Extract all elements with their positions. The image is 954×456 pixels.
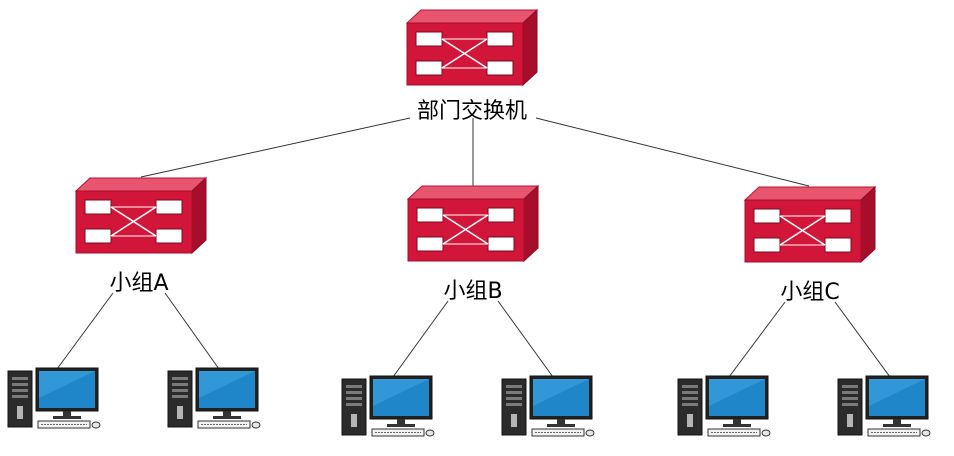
group-a-label: 小组A xyxy=(109,271,168,296)
desktop-computer-icon xyxy=(7,367,101,429)
desktop-computer-icon xyxy=(837,375,931,437)
network-switch-icon xyxy=(406,9,538,86)
desktop-computer-icon xyxy=(167,367,261,429)
link-core-to-group-a xyxy=(140,117,411,178)
core-switch: 部门交换机 xyxy=(406,9,538,124)
network-switch-icon xyxy=(407,185,539,262)
link-group-a-to-pc-2 xyxy=(164,292,220,370)
link-group-b-to-pc-4 xyxy=(497,300,554,378)
link-core-to-group-c xyxy=(535,117,810,187)
group-c-label: 小组C xyxy=(780,280,839,305)
connections xyxy=(56,117,891,378)
computers xyxy=(7,367,931,437)
link-group-c-to-pc-6 xyxy=(834,301,891,378)
desktop-computer-icon xyxy=(677,375,771,437)
network-switch-icon xyxy=(75,177,207,254)
link-group-b-to-pc-3 xyxy=(392,300,449,378)
link-group-c-to-pc-5 xyxy=(728,301,786,378)
group-b-label: 小组B xyxy=(443,279,502,304)
group-b-switch: 小组B xyxy=(407,185,539,304)
link-group-a-to-pc-1 xyxy=(56,292,114,370)
group-a-switch: 小组A xyxy=(75,177,207,296)
core-switch-label: 部门交换机 xyxy=(417,99,527,124)
desktop-computer-icon xyxy=(341,375,435,437)
network-switch-icon xyxy=(744,186,876,263)
group-c-switch: 小组C xyxy=(744,186,876,305)
desktop-computer-icon xyxy=(501,375,595,437)
